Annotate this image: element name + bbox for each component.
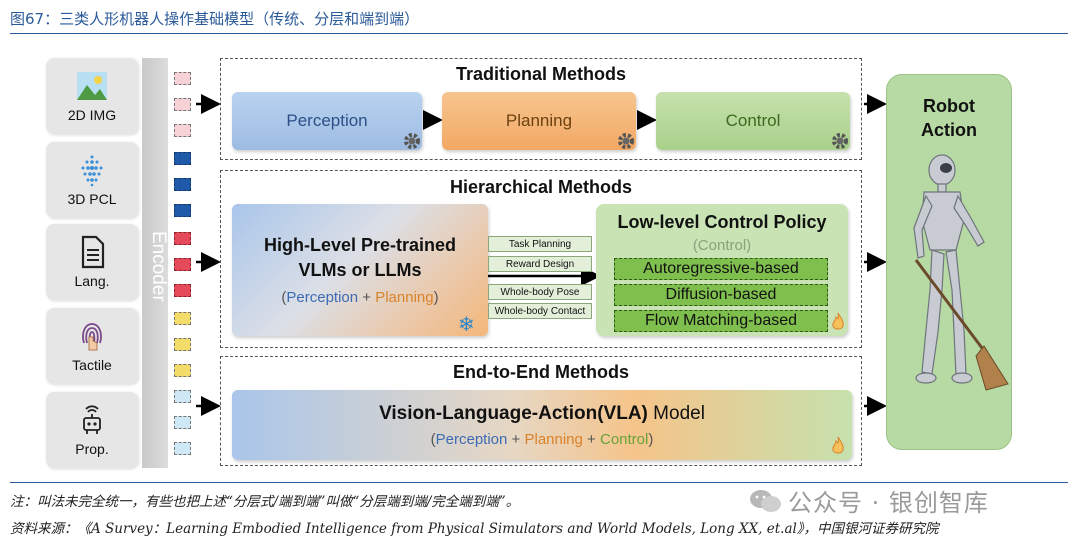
robot-action-title: Robot Action xyxy=(886,94,1012,142)
interface-whole-body-pose: Whole-body Pose xyxy=(488,284,592,300)
gear-icon xyxy=(831,132,849,155)
document-icon xyxy=(75,235,109,269)
flame-icon xyxy=(830,436,846,461)
gear-icon xyxy=(403,132,421,155)
vla-sub-perception: Perception xyxy=(435,430,508,448)
token xyxy=(174,416,191,429)
token xyxy=(174,364,191,377)
section-title-hierarchical: Hierarchical Methods xyxy=(449,177,633,197)
flame-icon xyxy=(830,312,846,337)
figure-source: 资料来源：《A Survey：Learning Embodied Intelli… xyxy=(10,521,939,537)
input-label: 3D PCL xyxy=(67,191,117,207)
interface-task-planning: Task Planning xyxy=(488,236,592,252)
policy-diffusion: Diffusion-based xyxy=(614,284,828,306)
high-level-title-line1: High-Level Pre-trained xyxy=(263,234,457,255)
title-divider xyxy=(10,33,1068,34)
token xyxy=(174,258,191,271)
gear-icon xyxy=(617,132,635,155)
section-title-traditional: Traditional Methods xyxy=(455,64,626,84)
figure-title: 图67：三类人形机器人操作基础模型（传统、分层和端到端） xyxy=(10,10,420,28)
planning-label: Planning xyxy=(505,111,573,130)
token xyxy=(174,338,191,351)
encoder-bar xyxy=(142,58,168,468)
input-card-prop: Prop. xyxy=(46,392,138,468)
vla-sub-plus: + xyxy=(507,430,525,448)
token xyxy=(174,124,191,137)
image-icon xyxy=(75,69,109,103)
input-label: 2D IMG xyxy=(67,107,117,123)
robot-sensor-icon xyxy=(75,403,109,437)
token xyxy=(174,284,191,297)
policy-autoregressive: Autoregressive-based xyxy=(614,258,828,280)
section-title-end-to-end: End-to-End Methods xyxy=(453,362,629,382)
high-level-model-box: High-Level Pre-trained VLMs or LLMs (Per… xyxy=(232,204,488,336)
control-label: Control xyxy=(725,111,781,130)
point-cloud-icon xyxy=(75,153,109,187)
subtitle-perception: Perception xyxy=(286,288,359,306)
token xyxy=(174,152,191,165)
token xyxy=(174,390,191,403)
input-card-3d-pcl: 3D PCL xyxy=(46,142,138,218)
vla-title: Vision-Language-Action(VLA) Model xyxy=(379,403,705,425)
vla-sub-open: ( xyxy=(430,430,436,448)
robot-title-line2: Action xyxy=(921,120,977,140)
robot-title-line1: Robot xyxy=(923,96,975,116)
vla-model-box: Vision-Language-Action(VLA) Model (Perce… xyxy=(232,390,852,460)
control-box: Control xyxy=(656,92,850,150)
subtitle-open-paren: ( xyxy=(281,288,287,306)
token xyxy=(174,204,191,217)
vla-sub-planning: Planning xyxy=(524,430,583,448)
vla-sub-control: Control xyxy=(599,430,649,448)
vla-sub-plus: + xyxy=(582,430,600,448)
input-card-lang: Lang. xyxy=(46,224,138,300)
hierarchical-methods-section xyxy=(220,170,862,348)
planning-box: Planning xyxy=(442,92,636,150)
low-level-title: Low-level Control Policy xyxy=(617,212,827,232)
watermark-text: 公众号 · 银创智库 xyxy=(788,489,989,517)
footer-divider xyxy=(10,482,1068,483)
token xyxy=(174,72,191,85)
subtitle-plus: + xyxy=(358,288,376,306)
subtitle-planning: Planning xyxy=(375,288,434,306)
vla-subtitle: (Perception + Planning + Control) xyxy=(431,431,654,448)
watermark: 公众号 · 银创智库 xyxy=(748,483,989,518)
wechat-icon xyxy=(750,489,781,512)
interface-whole-body-contact: Whole-body Contact xyxy=(488,303,592,319)
end-to-end-methods-section xyxy=(220,356,862,466)
token xyxy=(174,178,191,191)
token xyxy=(174,98,191,111)
policy-flow-matching: Flow Matching-based xyxy=(614,310,828,332)
vla-sub-close: ) xyxy=(648,430,654,448)
token xyxy=(174,232,191,245)
humanoid-robot-illustration xyxy=(896,150,1012,405)
vla-title-bold: Vision-Language-Action(VLA) xyxy=(379,402,648,424)
traditional-methods-section xyxy=(220,58,862,160)
perception-box: Perception xyxy=(232,92,422,150)
figure-note: 注：叫法未完全统一，有些也把上述“分层式/端到端”叫做“分层端到端/完全端到端”… xyxy=(10,494,520,510)
high-level-subtitle: (Perception + Planning) xyxy=(281,289,438,306)
token xyxy=(174,442,191,455)
input-card-2d-img: 2D IMG xyxy=(46,58,138,134)
perception-label: Perception xyxy=(286,111,368,130)
high-level-title-line2: VLMs or LLMs xyxy=(298,259,422,280)
input-label: Lang. xyxy=(74,273,110,289)
interface-reward-design: Reward Design xyxy=(488,256,592,272)
fingerprint-icon xyxy=(75,319,109,353)
vla-title-rest: Model xyxy=(647,402,705,424)
low-level-subtitle: (Control) xyxy=(692,237,752,254)
input-label: Prop. xyxy=(75,441,109,457)
subtitle-close-paren: ) xyxy=(433,288,439,306)
input-card-tactile: Tactile xyxy=(46,308,138,384)
snowflake-icon: ❄ xyxy=(458,314,475,336)
input-label: Tactile xyxy=(72,357,112,373)
token xyxy=(174,312,191,325)
